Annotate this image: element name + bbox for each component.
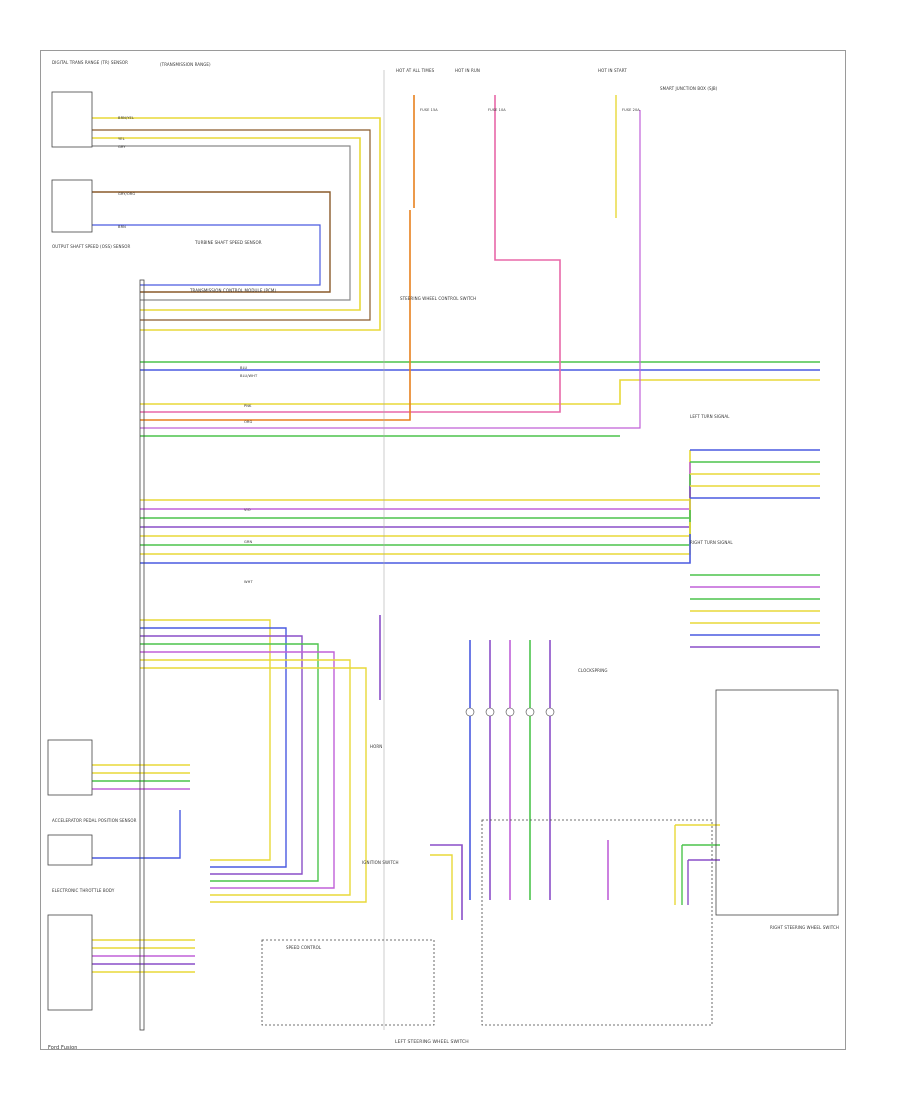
clockspring-label: CLOCKSPRING — [578, 668, 608, 673]
wire-tss — [92, 224, 321, 286]
pcm-connector-strip — [139, 279, 145, 1031]
clockspring-pin-4 — [545, 707, 555, 717]
wire-bus-violet — [140, 110, 641, 429]
footer-left: Ford Fusion — [48, 1045, 78, 1051]
wire-tag-blu: BLU — [240, 366, 248, 370]
diagram-frame — [40, 50, 846, 1050]
throttle-pedal-label: ACCELERATOR PEDAL POSITION SENSOR — [52, 818, 137, 823]
wire-ign-yellow — [430, 854, 453, 920]
speed-control-label: SPEED CONTROL — [286, 945, 322, 950]
wire-tr-yellow2 — [92, 137, 361, 311]
clockspring-pin-0 — [465, 707, 475, 717]
hot-at-all-label: HOT AT ALL TIMES — [396, 68, 435, 73]
oss-sensor-box — [51, 179, 93, 233]
app-sensor-box — [47, 739, 93, 796]
tr-sensor-label: DIGITAL TRANS RANGE (TR) SENSOR — [52, 60, 128, 65]
etb-box — [47, 914, 93, 1011]
fuse-20a-label: FUSE 20A — [622, 108, 640, 112]
wire-etb-6 — [140, 667, 367, 903]
wire-oss — [92, 191, 331, 293]
fuse-10a-label: FUSE 10A — [488, 108, 506, 112]
wire-tag-grn: GRN — [244, 540, 253, 544]
speed-control-box — [261, 939, 435, 1026]
output-shaft-label: OUTPUT SHAFT SPEED (OSS) SENSOR — [52, 244, 131, 249]
wire-ign-purple — [430, 844, 463, 920]
wire-etb-4 — [140, 651, 335, 889]
hot-in-run-label: HOT IN RUN — [455, 68, 481, 73]
wire-etb-1 — [140, 627, 287, 868]
wire-swc-4 — [140, 498, 691, 537]
clockspring-pin-2 — [505, 707, 515, 717]
wire-tag-org: ORG — [244, 420, 253, 424]
wire-tag-brn-yel: BRN/YEL — [118, 116, 135, 120]
wire-tag-wht: WHT — [244, 580, 253, 584]
right-steering-wheel-box — [715, 689, 839, 916]
smart-junction-label: SMART JUNCTION BOX (SJB) — [660, 86, 718, 91]
ignition-sw-label: IGNITION SWITCH — [362, 860, 399, 865]
wire-swc-1 — [140, 462, 691, 510]
wire-tp-blue — [92, 810, 181, 859]
wire-tr-gray — [92, 145, 351, 301]
wire-tag-yel: YEL — [118, 137, 125, 141]
wire-swc-3 — [140, 486, 691, 528]
bottom-title: LEFT STEERING WHEEL SWITCH — [395, 1040, 469, 1045]
wire-swc-2 — [140, 474, 691, 519]
wire-etb-0 — [140, 619, 271, 861]
wire-etb-3 — [140, 643, 319, 882]
wire-bus-orange — [140, 210, 411, 421]
wire-tag-gry: GRY — [118, 145, 126, 149]
wire-swc-0 — [140, 450, 691, 501]
trans-range-label: (TRANSMISSION RANGE) — [160, 62, 211, 67]
wire-tag-brn: BRN — [118, 225, 126, 229]
wire-tr-yellow — [92, 117, 381, 331]
tcm-label: TRANSMISSION CONTROL MODULE (PCM) — [190, 288, 277, 293]
wire-bus-pink — [140, 95, 561, 413]
tr-sensor-box — [51, 91, 93, 148]
left-turn-label: LEFT TURN SIGNAL — [690, 414, 730, 419]
hot-in-start-label: HOT IN START — [598, 68, 627, 73]
wire-tag-vio: VIO — [244, 508, 251, 512]
horn-label: HORN — [370, 744, 383, 749]
throttle-box — [47, 834, 93, 866]
right-turn-label: RIGHT TURN SIGNAL — [690, 540, 733, 545]
right-steering-wheel-label: RIGHT STEERING WHEEL SWITCH — [770, 925, 840, 930]
turbine-speed-label: TURBINE SHAFT SPEED SENSOR — [195, 240, 262, 245]
wire-swc-7 — [140, 534, 691, 564]
clockspring-pin-1 — [485, 707, 495, 717]
wire-tr-brown — [92, 129, 371, 321]
steering-wheel-ctrl-label: STEERING WHEEL CONTROL SWITCH — [400, 296, 477, 301]
left-steering-wheel-box — [481, 819, 713, 1026]
electronic-throttle-label: ELECTRONIC THROTTLE BODY — [52, 888, 115, 893]
wire-tag-gry-org: GRY/ORG — [118, 192, 136, 196]
wire-tag-pnk: PNK — [244, 404, 252, 408]
wire-etb-5 — [140, 659, 351, 896]
wire-etb-2 — [140, 635, 303, 875]
fuse-15a-label: FUSE 15A — [420, 108, 438, 112]
wire-tag-blu-wht: BLU/WHT — [240, 374, 258, 378]
wire-bus-yellow — [140, 379, 820, 405]
clockspring-pin-3 — [525, 707, 535, 717]
